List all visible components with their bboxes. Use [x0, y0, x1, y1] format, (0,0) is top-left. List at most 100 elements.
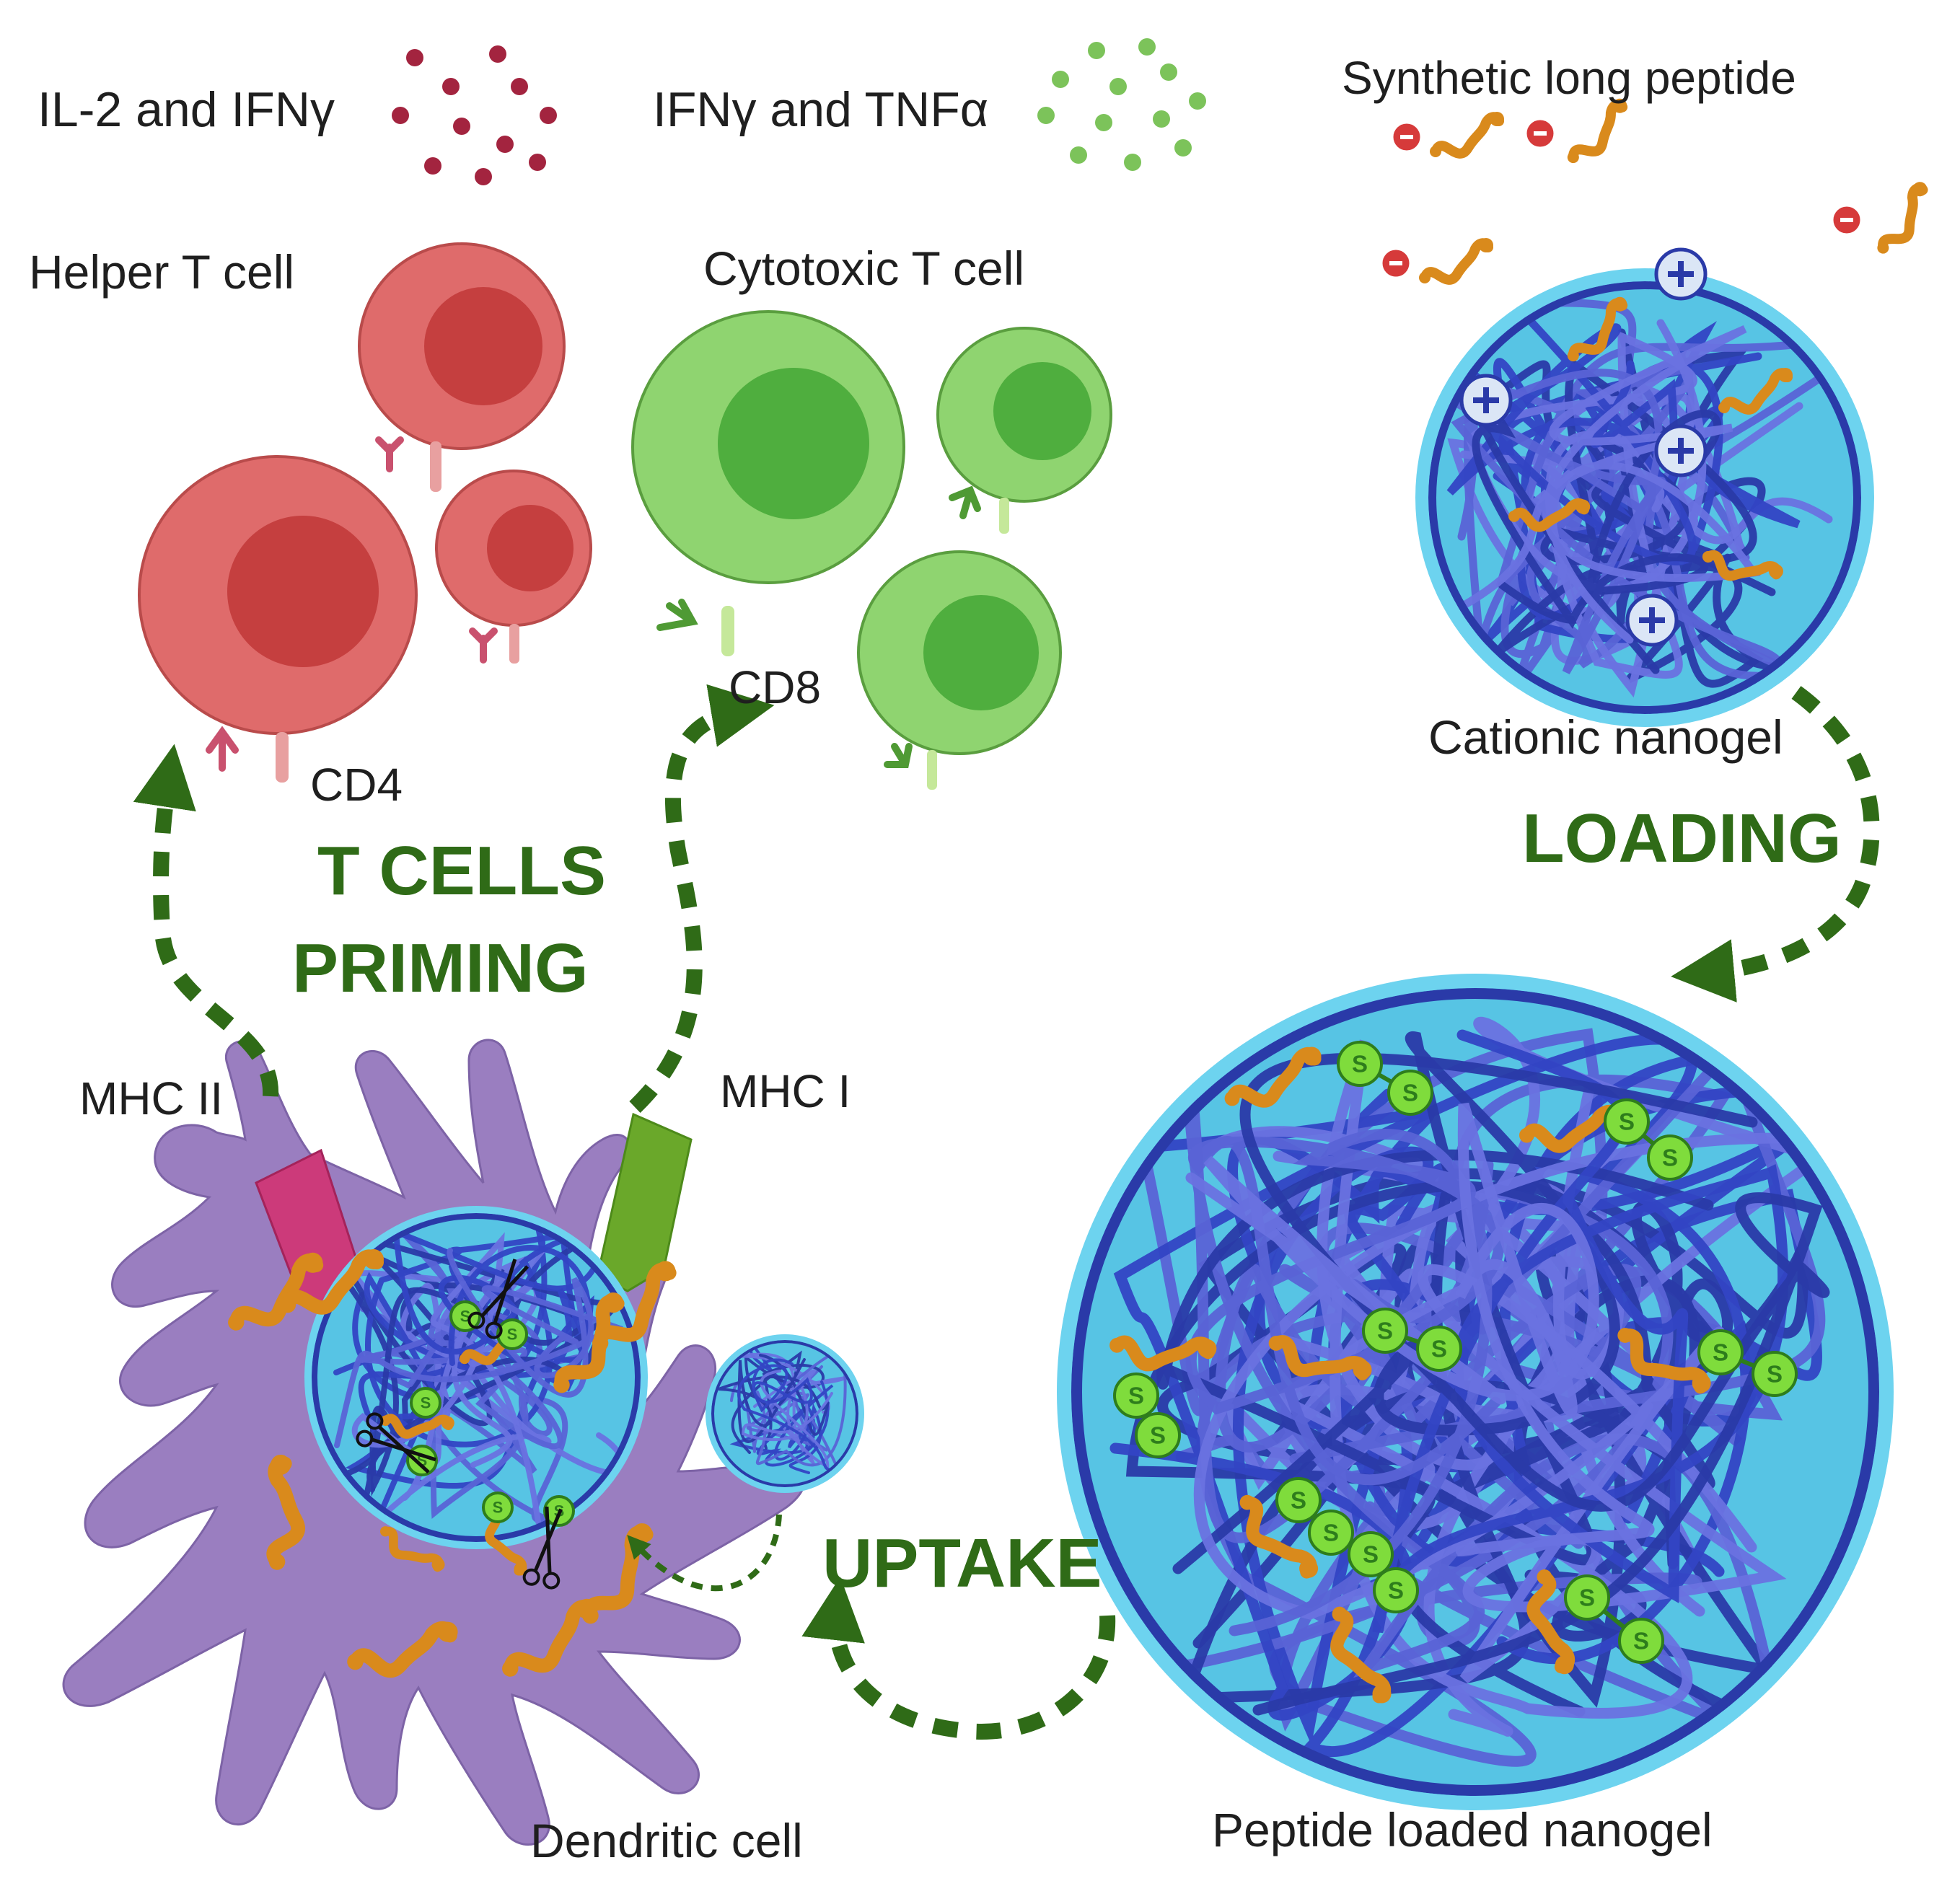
scissors-icon: [522, 1506, 563, 1590]
peptide-chain: [380, 1526, 445, 1572]
cytotoxic-t-cell-right: [857, 550, 1062, 755]
svg-text:S: S: [1767, 1360, 1783, 1387]
disulfide-bead: [1275, 1477, 1322, 1523]
arrow-priming-cd8: [629, 684, 775, 1113]
disulfide-bead: [1416, 1326, 1462, 1372]
cytokine-dot: [1138, 38, 1156, 56]
svg-text:S: S: [1633, 1627, 1649, 1654]
uptake-label: UPTAKE: [822, 1525, 1102, 1602]
cytokine-label-cytotoxic: IFNγ and TNFα: [653, 82, 988, 137]
disulfide-bead: [1604, 1098, 1650, 1145]
svg-text:S: S: [507, 1326, 518, 1344]
free-peptides: [1380, 98, 1928, 285]
cytokine-dot: [1109, 78, 1127, 95]
svg-text:S: S: [1431, 1335, 1447, 1362]
peptide-chain: [1567, 98, 1628, 164]
cd8-label: CD8: [729, 661, 821, 713]
svg-text:S: S: [1352, 1050, 1368, 1077]
peptide-chain: [1430, 112, 1504, 159]
polymer-strand: [392, 1227, 605, 1392]
svg-text:S: S: [1128, 1382, 1144, 1409]
svg-text:S: S: [1713, 1339, 1728, 1365]
cd4-receptors: [206, 436, 519, 783]
cytokine-dot: [1052, 71, 1069, 88]
nanogel-rim: [1071, 988, 1879, 1796]
processed-peptides: [228, 1249, 677, 1678]
peptide-chain: [1268, 1335, 1372, 1380]
polymer-strand: [1239, 1052, 1830, 1716]
cytokine-dot: [392, 107, 409, 124]
disulfide-bead: [1647, 1134, 1693, 1181]
nanogel-rim: [1428, 281, 1861, 714]
svg-text:S: S: [1662, 1144, 1678, 1171]
polymer-strand: [730, 1352, 852, 1465]
peptide-chain: [1567, 296, 1628, 362]
cytokine-label-helper: IL-2 and IFNγ: [38, 82, 335, 137]
peptide-chain: [1702, 550, 1783, 581]
disulfide-bead: [1362, 1308, 1408, 1354]
svg-text:S: S: [1388, 1577, 1404, 1603]
dendritic-cell-label: Dendritic cell: [530, 1814, 803, 1867]
disulfide-bead: [482, 1492, 514, 1523]
svg-text:S: S: [1579, 1584, 1595, 1611]
disulfide-bead: [1618, 1618, 1664, 1664]
disulfide-bead: [1697, 1329, 1744, 1375]
positive-charges: [1459, 247, 1708, 647]
disulfide-bead: [449, 1300, 481, 1332]
polymer-strand: [1372, 1029, 1788, 1634]
mhc-i-label: MHC I: [720, 1065, 851, 1117]
loaded-peptides: [1508, 296, 1793, 581]
cytotoxic-t-cells: [631, 310, 1112, 790]
peptide-chain: [279, 1249, 384, 1315]
cytokine-dot: [1088, 42, 1105, 59]
cytokine-dot: [529, 154, 546, 171]
cytokine-dot: [1160, 63, 1177, 81]
arrow-internalization: [627, 1514, 782, 1592]
cd4-label: CD4: [310, 759, 403, 811]
cytokine-dot: [1189, 92, 1206, 110]
cytokine-dot: [1070, 146, 1087, 164]
cytotoxic-t-cell-top: [936, 327, 1112, 503]
disulfide-bead: [1348, 1531, 1394, 1577]
disulfide-bead: [496, 1318, 528, 1350]
arrow-priming-cd4: [133, 744, 279, 1097]
cytokine-dot: [424, 157, 441, 175]
cytokine-dot: [1153, 110, 1170, 128]
cationic-nanogel-label: Cationic nanogel: [1428, 710, 1783, 764]
polymer-strands: [711, 1340, 858, 1487]
svg-text:S: S: [493, 1499, 504, 1517]
cytokine-dot: [453, 118, 470, 135]
internalized-nanogel-small: [706, 1334, 864, 1493]
arrow-uptake: [801, 1577, 1116, 1740]
cytokine-dot: [475, 168, 492, 185]
cytokine-dot: [496, 136, 514, 153]
disulfide-bead: [1135, 1412, 1181, 1458]
scissors-icon: [356, 1412, 436, 1474]
cytokine-dots-red: [392, 45, 557, 185]
peptide-chain: [380, 1414, 454, 1439]
peptide-chain: [1718, 368, 1793, 415]
disulfide-bead: [1387, 1070, 1433, 1116]
disulfide-bead: [1373, 1567, 1419, 1613]
peptide-chain: [1419, 238, 1493, 285]
helper-t-cell-top: [358, 242, 566, 450]
polymer-strand: [756, 1380, 834, 1474]
cytotoxic-t-cell-label: Cytotoxic T cell: [703, 242, 1024, 295]
cytokine-dot: [540, 107, 557, 124]
cationic-nanogel: [1415, 247, 1874, 727]
polymer-strand: [1452, 325, 1761, 644]
cytokine-dot: [511, 78, 528, 95]
disulfide-bead: [1564, 1574, 1610, 1621]
peptide-chain: [1508, 498, 1591, 532]
svg-text:S: S: [1323, 1519, 1339, 1546]
peptide-chain: [1239, 1494, 1319, 1579]
svg-text:S: S: [1291, 1486, 1306, 1513]
peptide-chain: [1224, 1047, 1322, 1108]
helper-t-cell-small: [435, 470, 592, 627]
cytokine-dot: [1095, 114, 1112, 131]
